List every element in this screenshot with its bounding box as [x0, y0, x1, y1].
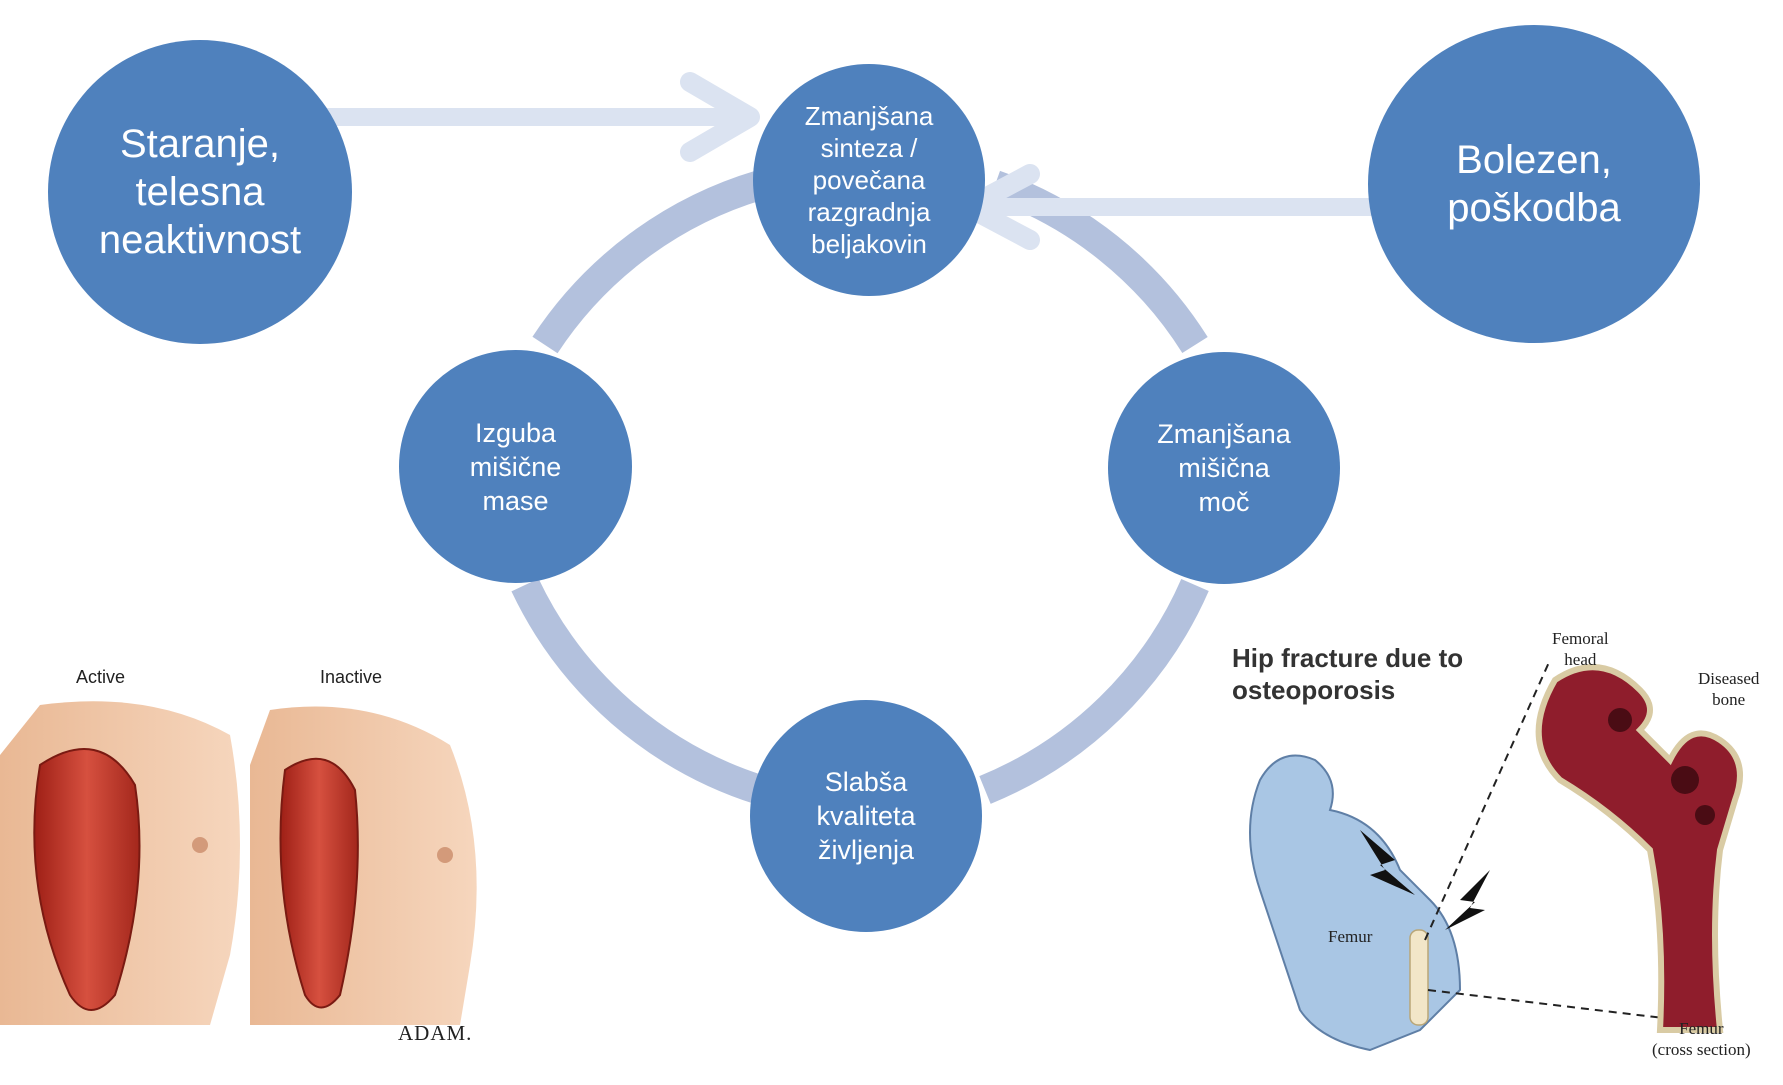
person-figure — [1249, 754, 1462, 1052]
node-disease-injury-label: Bolezen, poškodba — [1447, 138, 1621, 230]
label-femoral-head: Femoral head — [1552, 629, 1609, 669]
pain-bolt-left — [1360, 830, 1415, 895]
label-femur-cross-section: Femur (cross section) — [1652, 1019, 1751, 1059]
femur-bone — [1409, 929, 1429, 1026]
diseased-spot-1 — [1608, 708, 1632, 732]
cycle-arc-bottom-left — [511, 578, 765, 805]
arm-drawing — [0, 701, 477, 1025]
cycle-arc-left-top — [532, 170, 765, 354]
diseased-spot-3 — [1695, 805, 1715, 825]
hip-fracture-illustration: Hip fracture due to osteoporosis Femoral… — [1220, 629, 1783, 1062]
arrow-left-head — [680, 72, 760, 162]
inactive-muscle — [279, 757, 359, 1009]
cycle-diagram — [325, 72, 1428, 805]
dash-to-shaft — [1427, 989, 1681, 1021]
arm-illustration: Active Inactive ADAM. — [0, 655, 540, 1055]
label-active: Active — [76, 667, 126, 687]
dash-to-head — [1424, 659, 1551, 941]
femur-cross-section — [1535, 664, 1743, 1033]
node-reduced-strength-label: Zmanjšana mišična moč — [1157, 419, 1291, 517]
adam-logo: ADAM. — [398, 1021, 473, 1045]
label-femur: Femur — [1328, 927, 1373, 946]
hip-drawing — [1249, 659, 1743, 1052]
node-muscle-mass-loss: Izguba mišične mase — [399, 350, 632, 583]
pain-bolt-right — [1445, 870, 1490, 930]
label-inactive: Inactive — [320, 667, 383, 687]
node-reduced-strength: Zmanjšana mišična moč — [1108, 352, 1340, 584]
node-quality-of-life-label: Slabša kvaliteta življenja — [816, 767, 916, 865]
active-nipple — [192, 837, 208, 853]
active-muscle — [33, 748, 141, 1011]
node-aging-inactivity: Staranje, telesna neaktivnost — [48, 40, 352, 344]
hip-fracture-title: Hip fracture due to osteoporosis — [1232, 643, 1464, 705]
node-aging-inactivity-label: Staranje, telesna neaktivnost — [98, 122, 302, 262]
cycle-arc-right-bottom — [979, 578, 1209, 804]
label-diseased-bone: Diseased bone — [1698, 669, 1760, 709]
diseased-spot-2 — [1671, 766, 1699, 794]
node-protein-synthesis-label: Zmanjšana sinteza / povečana razgradnja … — [804, 101, 934, 259]
node-protein-synthesis: Zmanjšana sinteza / povečana razgradnja … — [753, 64, 985, 296]
node-quality-of-life: Slabša kvaliteta življenja — [750, 700, 982, 932]
node-disease-injury: Bolezen, poškodba — [1368, 25, 1700, 343]
node-muscle-mass-loss-label: Izguba mišične mase — [469, 417, 562, 516]
inactive-nipple — [437, 847, 453, 863]
cycle-arc-top-right — [989, 170, 1208, 354]
